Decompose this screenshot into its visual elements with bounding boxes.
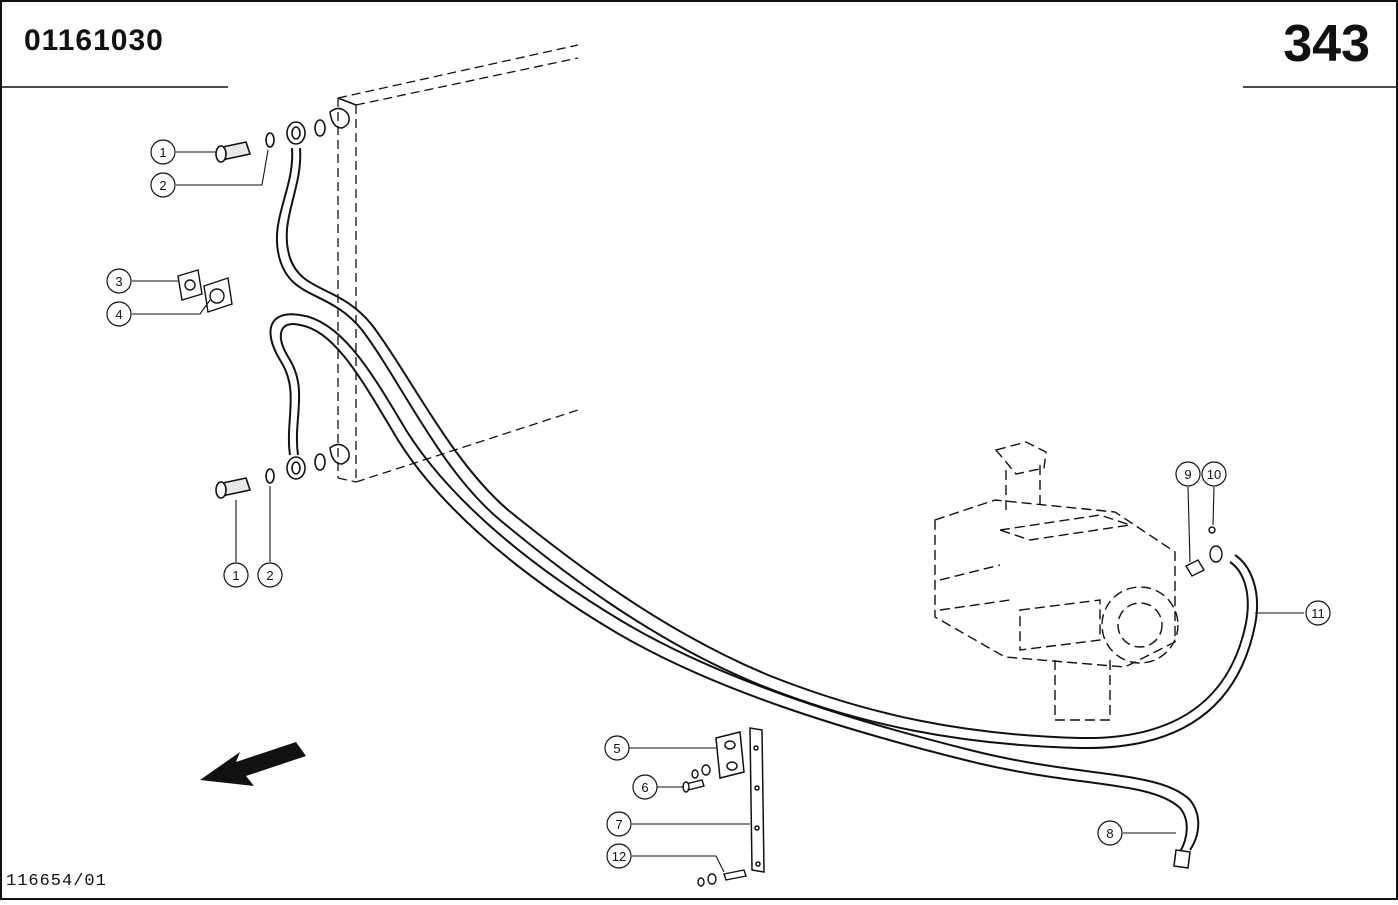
callout-label: 2 xyxy=(159,178,166,193)
hydraulic-pump xyxy=(934,441,1179,721)
callout-label: 3 xyxy=(115,274,122,289)
callout-label: 9 xyxy=(1184,467,1191,482)
pump-fittings xyxy=(1185,526,1223,577)
callout-label: 8 xyxy=(1106,826,1113,841)
callout-5: 5 xyxy=(604,735,630,761)
hose-lower xyxy=(269,313,1200,853)
callout-1a: 1 xyxy=(150,139,176,165)
callout-11: 11 xyxy=(1305,600,1331,626)
callout-label: 12 xyxy=(612,849,626,864)
callout-2a: 2 xyxy=(150,172,176,198)
callout-2b: 2 xyxy=(257,562,283,588)
callout-7: 7 xyxy=(606,811,632,837)
callout-label: 6 xyxy=(641,780,648,795)
callout-10: 10 xyxy=(1201,461,1227,487)
lower-fitting-assembly xyxy=(215,453,326,499)
page-number: 343 xyxy=(1283,15,1370,73)
cooler-solid-edges xyxy=(329,97,357,465)
flange-plate-3 xyxy=(177,269,203,301)
callout-label: 11 xyxy=(1311,606,1325,621)
direction-arrow-icon xyxy=(200,742,306,786)
callout-label: 2 xyxy=(266,568,273,583)
callout-label: 5 xyxy=(613,741,620,756)
callout-12: 12 xyxy=(606,843,632,869)
screw-6 xyxy=(682,764,711,793)
bracket-strip-7 xyxy=(749,727,765,873)
callout-9: 9 xyxy=(1175,461,1201,487)
callout-label: 7 xyxy=(615,817,622,832)
gasket-4 xyxy=(203,277,233,313)
hose-end-8 xyxy=(1173,849,1191,869)
leader-lines xyxy=(132,149,1304,873)
callout-label: 4 xyxy=(115,307,122,322)
document-number: 01161030 xyxy=(24,24,164,57)
clamp-block-5 xyxy=(715,731,745,779)
callout-4: 4 xyxy=(106,301,132,327)
drawing-reference-code: 116654/01 xyxy=(6,872,107,891)
upper-fitting-assembly xyxy=(215,119,326,163)
screw-12 xyxy=(697,869,747,887)
callout-label: 1 xyxy=(232,568,239,583)
callout-6: 6 xyxy=(632,774,658,800)
cooler-outline xyxy=(337,44,579,483)
callout-label: 10 xyxy=(1207,467,1221,482)
callout-8: 8 xyxy=(1097,820,1123,846)
callout-3: 3 xyxy=(106,268,132,294)
callout-label: 1 xyxy=(159,145,166,160)
hose-upper xyxy=(275,147,1259,750)
callout-1b: 1 xyxy=(223,562,249,588)
